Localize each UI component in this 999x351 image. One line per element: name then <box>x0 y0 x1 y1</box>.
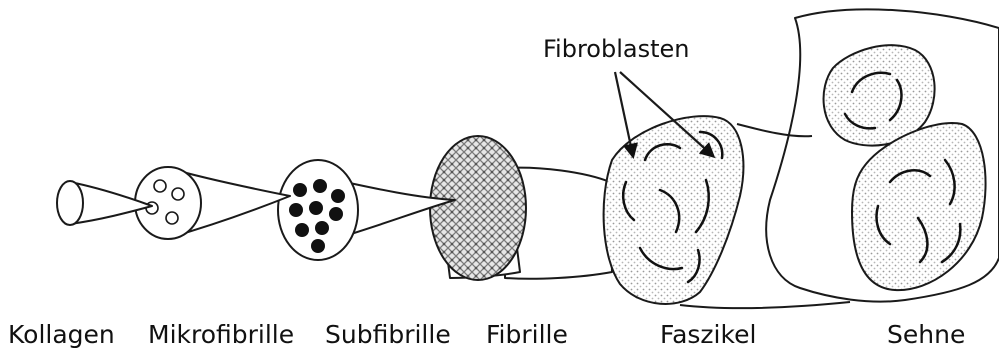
label-subfibrille: Subfibrille <box>325 320 451 349</box>
label-kollagen: Kollagen <box>8 320 115 349</box>
fascicle-shape <box>505 116 743 304</box>
label-sehne: Sehne <box>887 320 965 349</box>
label-mikrofibrille: Mikrofibrille <box>148 320 294 349</box>
label-faszikel: Faszikel <box>660 320 756 349</box>
subfibril-shape <box>278 160 455 260</box>
callout-fibroblasten: Fibroblasten <box>543 35 689 63</box>
label-fibrille: Fibrille <box>486 320 568 349</box>
microfibril-shape <box>135 167 290 239</box>
fibril-shape <box>430 136 526 280</box>
